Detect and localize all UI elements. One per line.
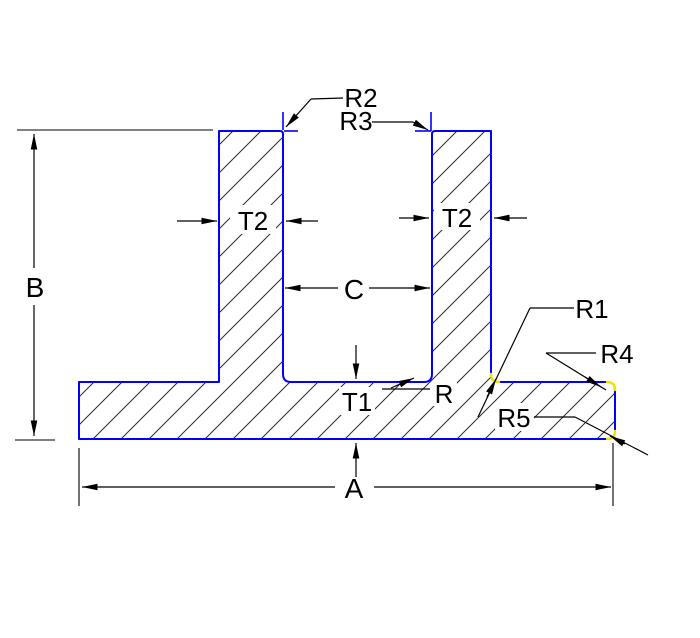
radius-callout-r4: R4 xyxy=(545,339,634,391)
mask-r xyxy=(433,382,457,406)
mask-t2-left xyxy=(230,205,276,234)
leader-r-arrow xyxy=(390,377,415,389)
label-masks xyxy=(230,203,534,431)
dimension-c: C xyxy=(285,274,430,305)
label-r5: R5 xyxy=(497,403,530,433)
mask-r5 xyxy=(495,403,534,431)
leader-r1-diagonal xyxy=(477,307,531,418)
label-r2: R2 xyxy=(344,83,377,113)
label-a: A xyxy=(345,473,364,504)
label-t1: T1 xyxy=(342,387,372,417)
leader-r4-arrow xyxy=(584,375,602,388)
dimension-a: A xyxy=(78,443,614,506)
radius-callout-r3: R3 xyxy=(339,106,429,136)
label-b: B xyxy=(26,272,45,303)
leader-r1-arrow xyxy=(486,378,497,398)
radius-callout-r5: R5 xyxy=(497,403,649,456)
label-t2-right: T2 xyxy=(442,203,472,233)
label-r1: R1 xyxy=(575,294,608,324)
dimension-t2-right: T2 xyxy=(399,203,527,233)
leader-r2-horizontal xyxy=(310,97,344,100)
dimension-t2-left: T2 xyxy=(177,206,318,236)
mask-t1 xyxy=(339,387,375,415)
label-r4: R4 xyxy=(600,339,633,369)
mask-t2-right xyxy=(434,203,480,230)
label-r3: R3 xyxy=(339,106,372,136)
radius-callout-r2: R2 xyxy=(285,83,378,128)
dimension-t1: T1 xyxy=(342,345,372,477)
leader-r3-arrow xyxy=(412,119,429,131)
radius-callout-r1: R1 xyxy=(477,294,609,418)
leader-r2-arrow xyxy=(285,98,312,128)
label-c: C xyxy=(344,274,364,305)
profile-section xyxy=(78,112,617,441)
leader-r5-arrow xyxy=(609,435,626,447)
label-r: R xyxy=(435,379,454,409)
radius-callout-r: R xyxy=(382,377,454,409)
dimension-b: B xyxy=(15,129,213,441)
fillet-highlight-r4 xyxy=(605,380,617,392)
profile-hatching xyxy=(79,131,615,439)
label-t2-left: T2 xyxy=(238,206,268,236)
